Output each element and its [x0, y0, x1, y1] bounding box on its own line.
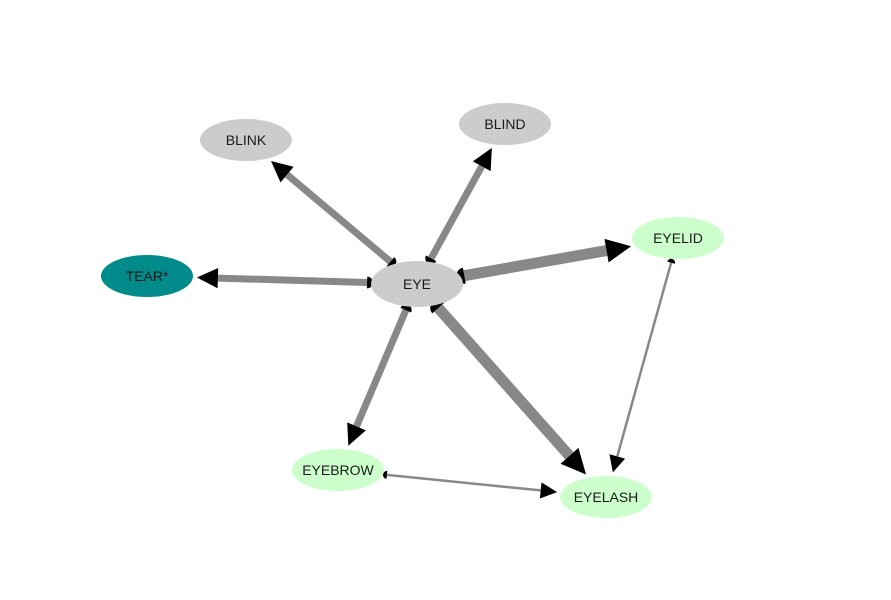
node-shape	[560, 476, 652, 518]
edge-line	[353, 308, 410, 428]
node-eye[interactable]: EYE	[371, 261, 463, 307]
node-eyelid[interactable]: EYELID	[632, 217, 724, 259]
edge-eye-to-tear	[196, 267, 373, 289]
edge-line	[428, 164, 485, 261]
edge-line	[434, 304, 574, 460]
node-eyelash[interactable]: EYELASH	[560, 476, 652, 518]
edge-line	[284, 171, 393, 265]
arrow-head-icon	[604, 238, 632, 263]
node-label: BLIND	[484, 116, 525, 132]
node-eyebrow[interactable]: EYEBROW	[292, 449, 384, 491]
node-shape	[371, 261, 463, 307]
node-label: EYE	[403, 276, 431, 292]
arrow-head-icon	[560, 447, 587, 475]
edge-eye-to-blind	[425, 147, 492, 265]
edges-layer	[196, 147, 676, 499]
edge-line	[616, 262, 673, 457]
node-shape	[459, 103, 551, 145]
edge-eye-to-eyelash	[430, 299, 587, 475]
node-tear[interactable]: TEAR*	[101, 255, 193, 297]
edge-line	[463, 245, 608, 282]
edge-eye-to-eyelid	[456, 238, 632, 284]
arrow-head-icon	[347, 422, 366, 446]
node-shape	[632, 217, 724, 259]
edge-eye-to-blink	[270, 161, 397, 268]
node-label: EYELASH	[574, 489, 639, 505]
node-shape	[200, 119, 292, 161]
arrow-head-icon	[539, 482, 558, 499]
edge-source-cap-icon	[667, 258, 676, 264]
edge-source-cap-icon	[382, 470, 388, 479]
edge-line	[217, 274, 368, 287]
nodes-layer: EYE BLINK BLIND TEAR* EYELID EYEBROW EYELASH	[101, 103, 724, 518]
node-label: EYELID	[653, 230, 703, 246]
node-blind[interactable]: BLIND	[459, 103, 551, 145]
edge-line	[386, 473, 541, 492]
arrow-head-icon	[609, 454, 626, 473]
arrow-head-icon	[472, 147, 492, 172]
edge-eye-to-eyebrow	[347, 304, 412, 446]
arrow-head-icon	[196, 267, 219, 289]
node-shape	[101, 255, 193, 297]
node-label: TEAR*	[126, 268, 169, 284]
node-label: EYEBROW	[302, 462, 374, 478]
edge-eyebrow-to-eyelash	[382, 470, 558, 499]
node-blink[interactable]: BLINK	[200, 119, 292, 161]
node-shape	[292, 449, 384, 491]
arrow-head-icon	[270, 161, 294, 183]
node-label: BLINK	[226, 132, 267, 148]
edge-eyelid-to-eyelash	[609, 258, 676, 473]
